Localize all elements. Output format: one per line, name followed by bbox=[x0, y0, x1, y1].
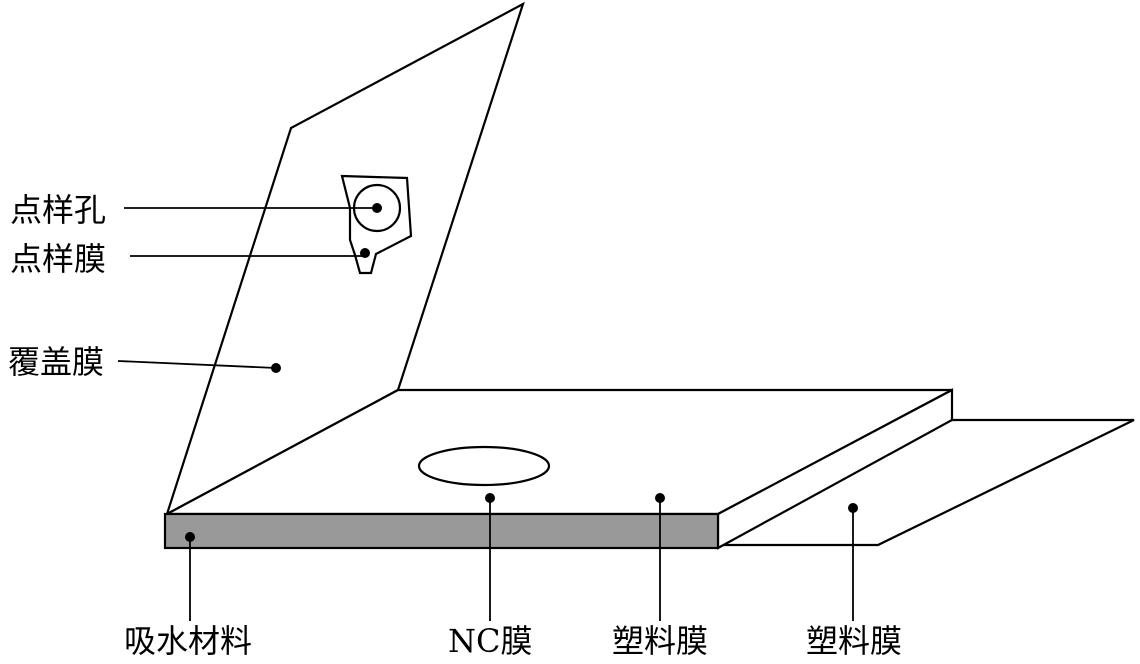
marker-dot-plastic-1 bbox=[655, 493, 665, 503]
label-absorbent-material: 吸水材料 bbox=[124, 622, 252, 660]
marker-dot-sample-membrane bbox=[360, 248, 370, 258]
label-nc-membrane: NC膜 bbox=[448, 622, 533, 660]
marker-dot-sample-hole bbox=[372, 203, 382, 213]
label-sample-membrane: 点样膜 bbox=[10, 240, 106, 278]
label-plastic-membrane-2: 塑料膜 bbox=[806, 622, 902, 660]
nc-membrane-ellipse bbox=[417, 445, 551, 487]
label-cover-membrane: 覆盖膜 bbox=[8, 343, 104, 381]
label-plastic-membrane-1: 塑料膜 bbox=[612, 622, 708, 660]
marker-dot-nc-membrane bbox=[485, 493, 495, 503]
label-sample-hole: 点样孔 bbox=[10, 191, 106, 229]
marker-dot-absorbent bbox=[185, 532, 195, 542]
marker-dot-cover-membrane bbox=[271, 363, 281, 373]
leader-cover-membrane bbox=[117, 360, 277, 369]
absorbent-material-strip bbox=[163, 512, 720, 550]
marker-dot-plastic-2 bbox=[848, 503, 858, 513]
